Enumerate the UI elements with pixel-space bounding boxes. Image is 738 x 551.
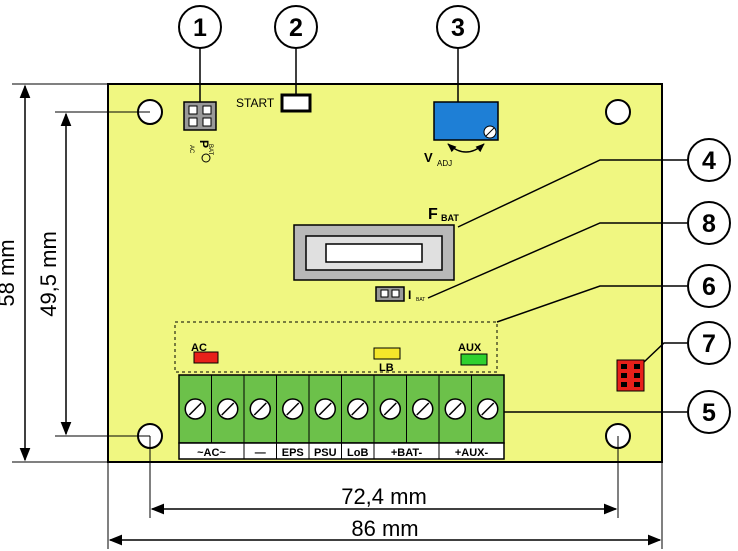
terminal-screw-slot — [383, 402, 397, 416]
vadj-label: V — [424, 150, 433, 165]
led-lb — [373, 347, 401, 360]
terminal-label: EPS — [282, 447, 304, 459]
fbat-sub-label: BAT — [441, 213, 459, 223]
svg-text:5: 5 — [702, 399, 716, 427]
jumper-block: P BAT AC — [183, 101, 217, 163]
led-ac-label: AC — [191, 342, 207, 354]
ibat-label: I — [408, 288, 411, 302]
terminal-label: +BAT- — [391, 447, 423, 459]
terminal-screw-slot — [351, 402, 365, 416]
terminal-screw-slot — [416, 402, 430, 416]
dimension-width-outer-label: 86 mm — [351, 516, 418, 541]
callout-6: 6 — [687, 264, 731, 308]
callout-7: 7 — [687, 321, 731, 365]
callout-5: 5 — [687, 390, 731, 434]
svg-text:8: 8 — [702, 210, 716, 238]
leader-line-8 — [427, 222, 687, 299]
jumper-ac-label: AC — [188, 145, 194, 154]
terminal-screw-slot — [188, 402, 202, 416]
vadj-sub-label: ADJ — [437, 159, 452, 168]
mounting-hole-top-right — [605, 99, 631, 125]
svg-text:6: 6 — [702, 273, 716, 301]
jumper-bat-label: BAT — [207, 144, 213, 156]
dimension-height-outer-label: 58 mm — [0, 239, 19, 306]
terminal-label: ~AC~ — [197, 447, 226, 459]
led-aux-label: AUX — [458, 342, 482, 354]
ibat-sub-label: BAT — [416, 297, 425, 303]
terminal-screw-slot — [481, 402, 495, 416]
svg-text:3: 3 — [451, 14, 465, 42]
leader-line-7 — [643, 342, 687, 363]
start-button — [280, 93, 312, 113]
dimension-height-outer: 58 mm — [0, 83, 108, 463]
dimension-height-inner-label: 49,5 mm — [36, 231, 61, 317]
svg-text:7: 7 — [702, 330, 716, 358]
dimension-width-outer: 86 mm — [107, 462, 663, 549]
dimension-width-inner-label: 72,4 mm — [341, 484, 427, 509]
terminal-screw-slot — [318, 402, 332, 416]
led-lb-label: LB — [379, 362, 394, 374]
terminal-block — [178, 374, 505, 460]
terminal-labels: ~AC~ — EPS PSU LoB +BAT- +AUX- — [197, 443, 488, 459]
led-aux — [460, 353, 488, 366]
svg-text:2: 2 — [289, 14, 303, 42]
jumper-clock-icon — [201, 153, 211, 163]
ibat-jumper: I BAT — [375, 286, 425, 303]
callout-8: 8 — [687, 201, 731, 245]
battery-fuse: F BAT — [293, 206, 459, 281]
svg-text:4: 4 — [702, 147, 716, 175]
potentiometer: V ADJ — [424, 101, 499, 168]
svg-text:1: 1 — [193, 14, 207, 42]
terminal-label: +AUX- — [455, 447, 489, 459]
terminal-label: LoB — [347, 447, 368, 459]
callout-4: 4 — [687, 138, 731, 182]
terminal-label: — — [255, 447, 266, 459]
start-label: START — [236, 96, 275, 110]
connector-7 — [616, 359, 645, 392]
dimension-height-inner: 49,5 mm — [36, 111, 150, 437]
terminal-screw-slot — [286, 402, 300, 416]
jumper-p-label: P — [197, 140, 211, 148]
terminal-screw-slot — [221, 402, 235, 416]
callout-3: 3 — [436, 5, 480, 49]
dimension-width-inner: 72,4 mm — [149, 436, 619, 518]
terminal-screw-slot — [253, 402, 267, 416]
callout-1: 1 — [178, 5, 222, 49]
leader-line-6 — [496, 285, 687, 323]
fbat-label: F — [428, 206, 438, 223]
leader-line-4 — [457, 159, 687, 228]
led-ac — [193, 351, 219, 364]
terminal-label: PSU — [314, 447, 337, 459]
callout-2: 2 — [274, 5, 318, 49]
terminal-screw-slot — [448, 402, 462, 416]
